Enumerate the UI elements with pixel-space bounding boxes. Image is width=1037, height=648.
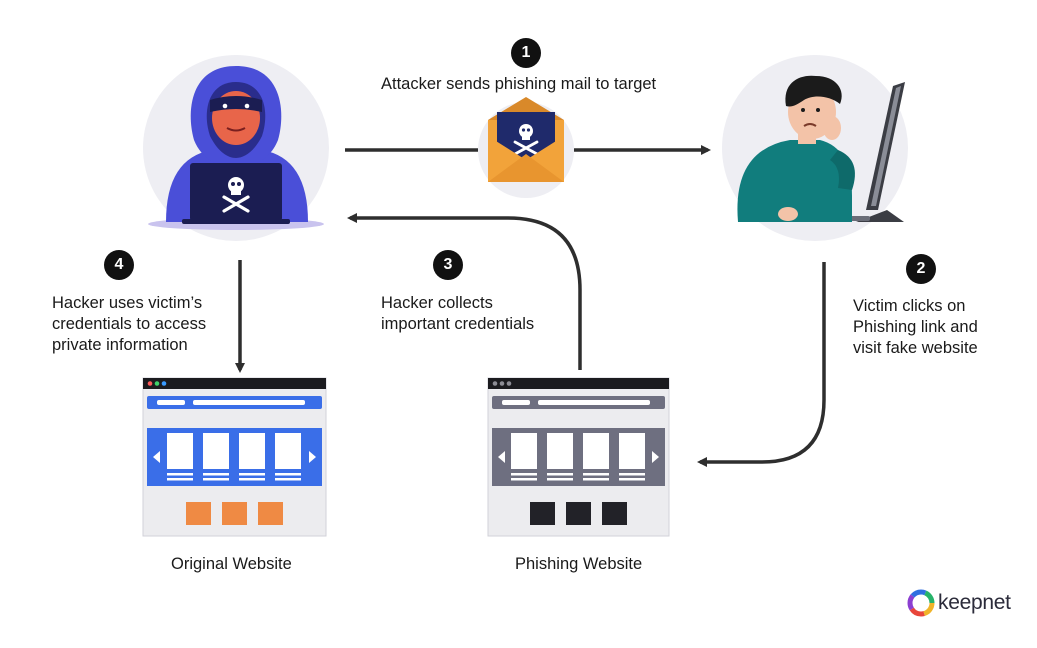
phishing-website-caption: Phishing Website: [515, 555, 643, 573]
skull-icon: [513, 124, 539, 156]
step-4-badge: 4: [104, 250, 134, 280]
arrow-3-collect: [347, 213, 582, 370]
step-2-line-3: visit fake website: [853, 339, 978, 357]
step-4-line-2: credentials to access: [52, 315, 207, 333]
step-2-line-1: Victim clicks on: [853, 297, 966, 315]
step-2-badge: 2: [906, 254, 936, 284]
step-1-label: Attacker sends phishing mail to target: [381, 75, 657, 93]
step-3-line-2: important credentials: [381, 315, 535, 333]
step-4-line-1: Hacker uses victim’s: [52, 294, 203, 312]
step-3-badge: 3: [433, 250, 463, 280]
phishing-mail-icon: [478, 97, 574, 198]
keepnet-logo: keepnet: [906, 588, 1011, 618]
step-4-label: Hacker uses victim’s credentials to acce…: [52, 293, 206, 356]
brand-name: keepnet: [938, 591, 1011, 614]
original-website-caption: Original Website: [171, 555, 292, 573]
original-website-window: [142, 377, 327, 537]
step-2-line-2: Phishing link and: [853, 318, 978, 336]
step-3-label: Hacker collects important credentials: [381, 293, 534, 335]
step-1-badge: 1: [511, 38, 541, 68]
victim-icon: [722, 55, 908, 241]
keepnet-logo-icon: [907, 589, 935, 617]
step-3-line-1: Hacker collects: [381, 294, 493, 312]
step-4-line-3: private information: [52, 336, 188, 354]
step-2-label: Victim clicks on Phishing link and visit…: [853, 296, 978, 359]
phishing-website-window: [487, 377, 670, 537]
arrow-2-click: [697, 262, 826, 467]
hacker-icon: [143, 55, 329, 241]
skull-icon: [222, 177, 250, 213]
